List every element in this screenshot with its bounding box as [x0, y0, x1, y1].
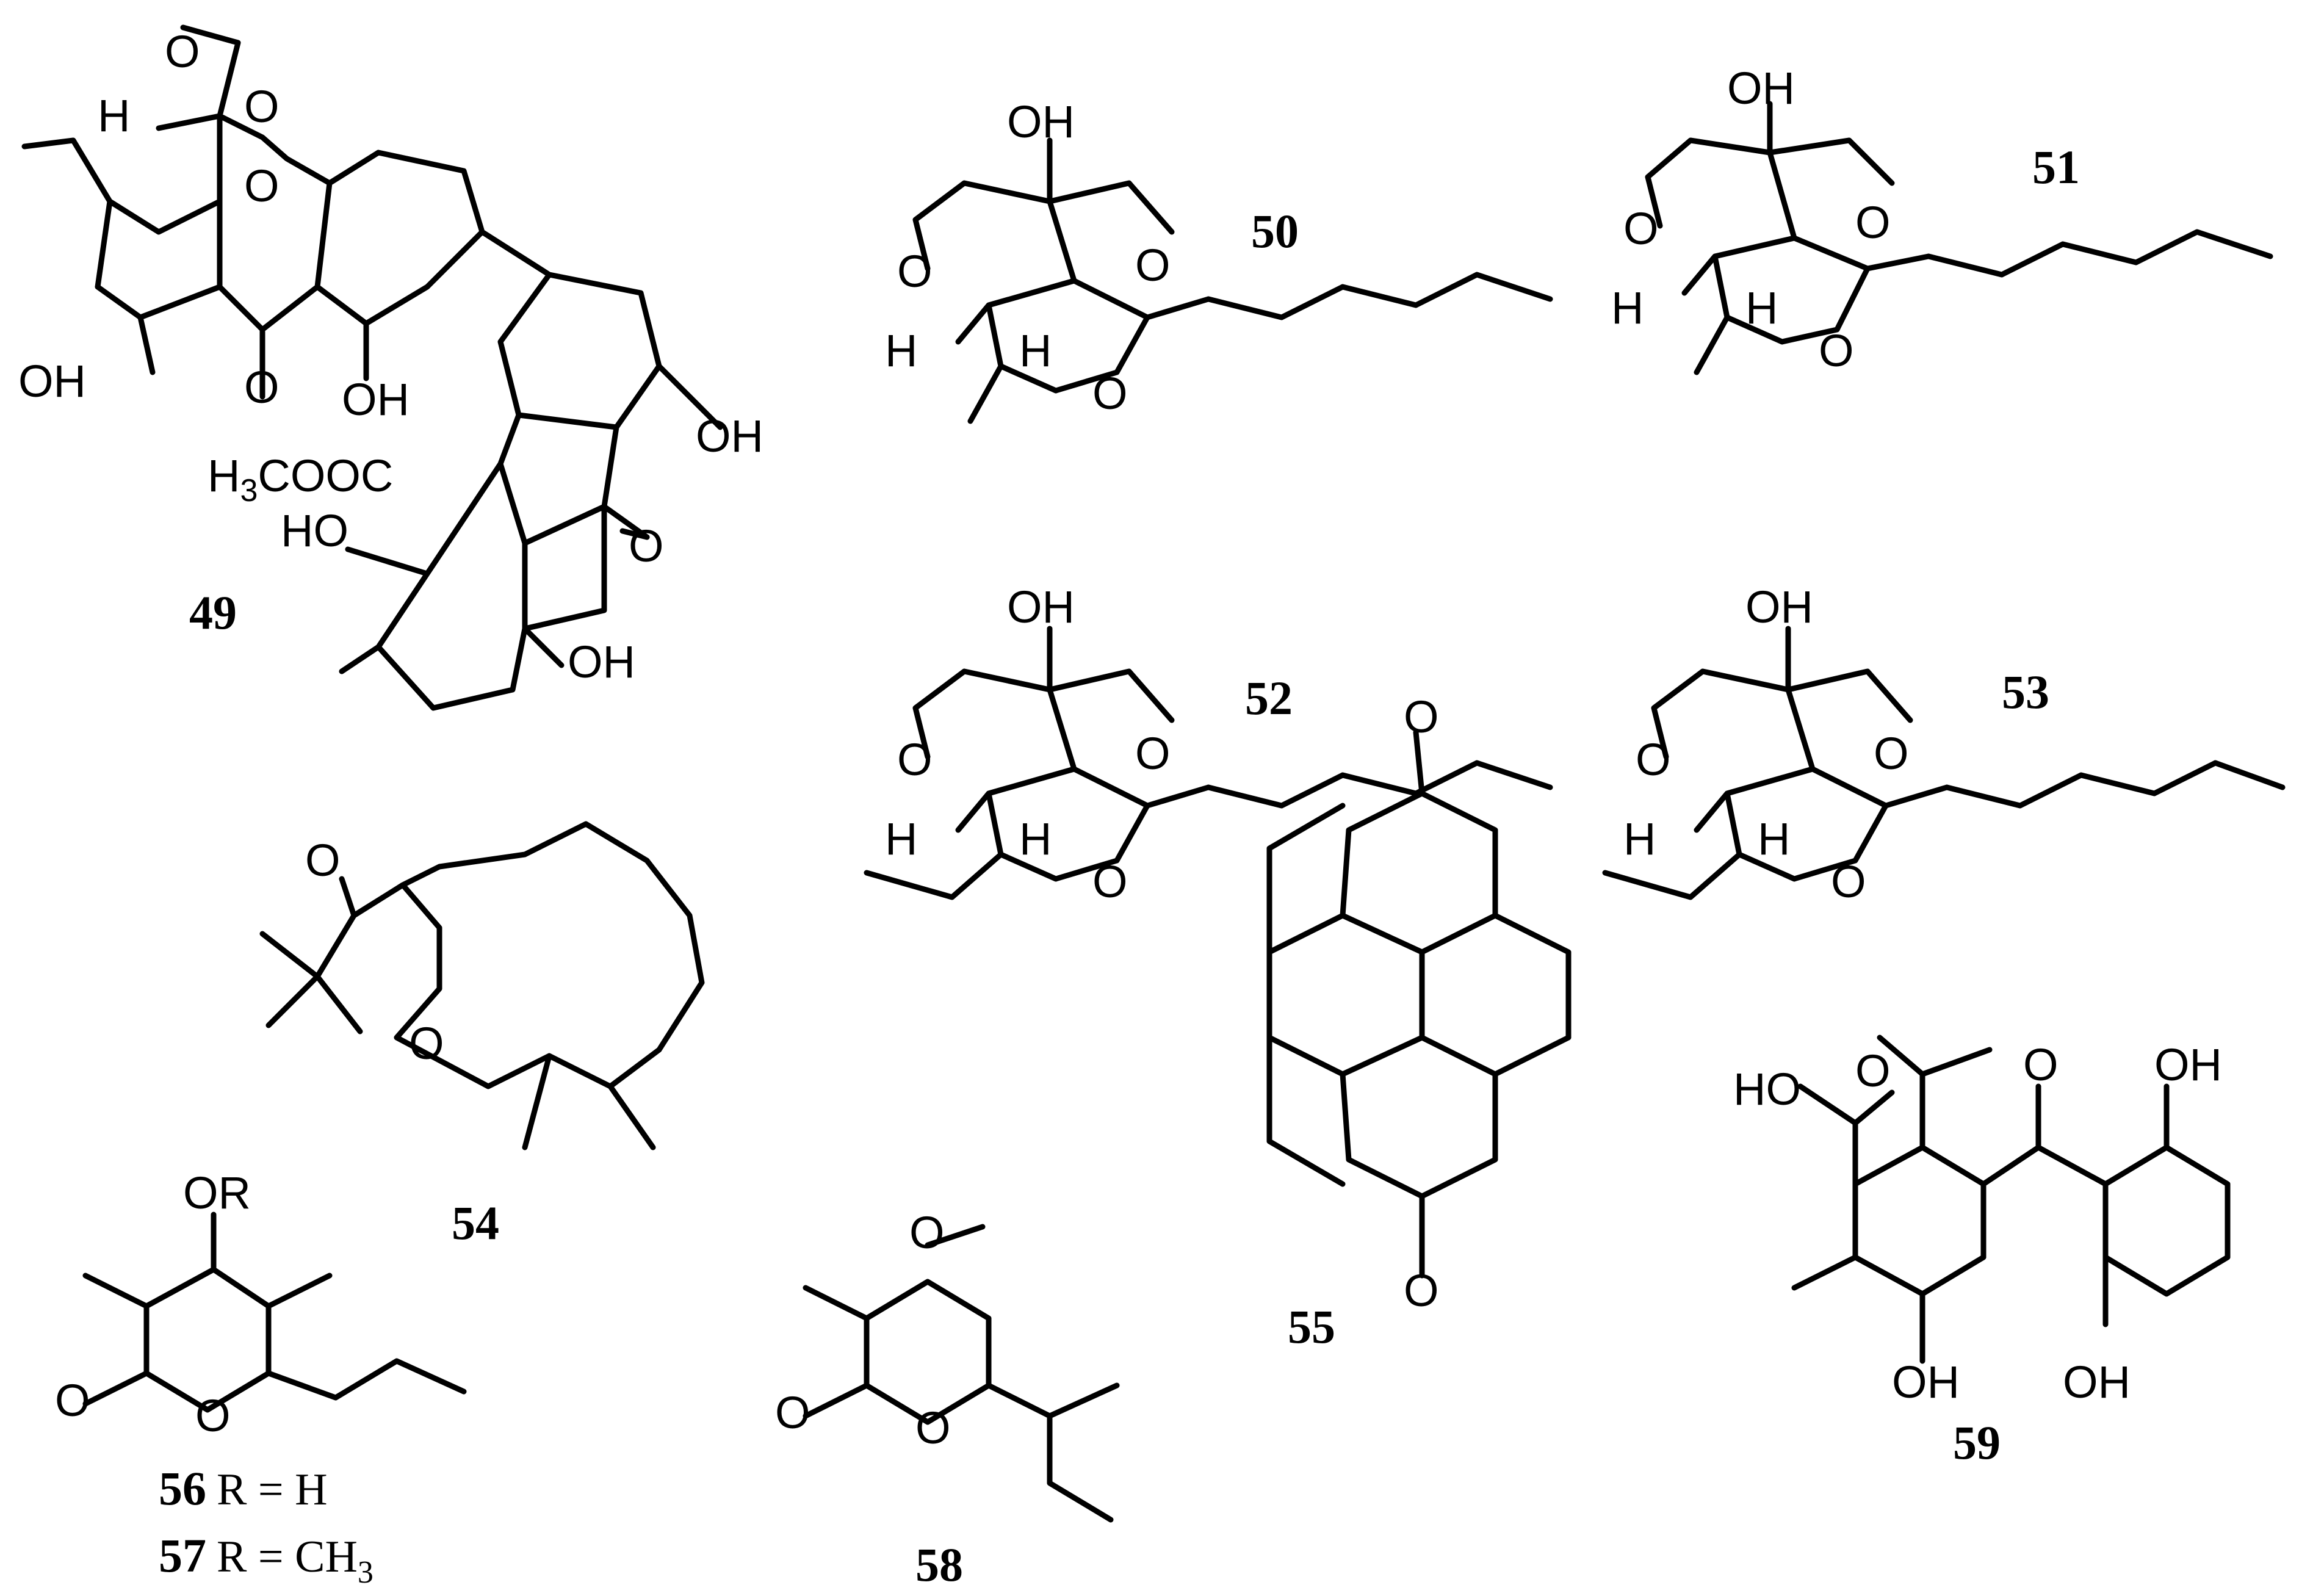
label-ho: HO — [1733, 1064, 1801, 1114]
label-oh: OH — [2063, 1357, 2131, 1407]
label-o: O — [1404, 1265, 1439, 1316]
label-oh: OH — [696, 411, 763, 461]
label-o: O — [1135, 728, 1171, 779]
label-o-acid: O — [1855, 1045, 1891, 1096]
label-h: H — [885, 814, 917, 864]
label-ho: HO — [281, 505, 348, 556]
label-o: O — [1636, 734, 1671, 785]
label-o: O — [897, 246, 933, 297]
label-o: O — [1819, 325, 1854, 376]
label-o-keto: O — [629, 521, 664, 571]
compound-id-51: 51 — [2032, 140, 2080, 193]
compound-id-52: 52 — [1245, 671, 1293, 724]
label-o-keto: O — [2023, 1039, 2059, 1090]
label-o-methoxy: O — [909, 1207, 945, 1258]
label-h: H — [98, 90, 130, 141]
compound-id-56: 56 — [159, 1462, 206, 1515]
label-o: O — [1623, 203, 1659, 254]
compound-52: OH O O O H H 52 — [864, 582, 1553, 907]
compound-id-49: 49 — [189, 586, 237, 639]
label-oh: OH — [1727, 63, 1795, 114]
label-or: OR — [183, 1168, 251, 1218]
label-h: H — [1758, 814, 1790, 864]
compound-54: O O 54 — [259, 821, 705, 1249]
compound-56-57: OR O O 56 R = H 57 R = CH3 — [55, 1168, 467, 1590]
label-o-ring: O — [409, 1018, 444, 1069]
label-h: H — [885, 325, 917, 376]
label-o-ring: O — [195, 1390, 231, 1441]
label-o: O — [1135, 240, 1171, 291]
compound-id-54: 54 — [452, 1196, 499, 1249]
compound-59: HO O O OH OH OH 59 — [1733, 1035, 2231, 1469]
label-o-keto: O — [244, 362, 280, 413]
compound-id-57: 57 — [159, 1529, 206, 1582]
label-oh: OH — [568, 637, 635, 687]
compound-id-55: 55 — [1288, 1300, 1335, 1353]
compound-53: OH O O O H H 53 — [1602, 582, 2286, 907]
compound-55: O O 55 — [1266, 691, 1572, 1353]
r-group-57: R = CH3 — [217, 1532, 374, 1590]
label-o-keto: O — [305, 835, 341, 886]
label-oh: OH — [2154, 1039, 2222, 1090]
r-group-56: R = H — [217, 1465, 328, 1515]
compound-58: O O O 58 — [775, 1207, 1120, 1591]
compound-50: OH O O O H H 50 — [885, 96, 1553, 424]
label-o: O — [897, 734, 933, 785]
label-oh: OH — [1007, 582, 1075, 632]
label-o-keto: O — [55, 1375, 90, 1426]
label-o: O — [1092, 368, 1128, 419]
compound-id-58: 58 — [915, 1538, 963, 1591]
label-h: H — [1623, 814, 1656, 864]
label-o: O — [1855, 197, 1891, 248]
label-oh: OH — [1007, 96, 1075, 147]
label-h: H — [1611, 283, 1644, 333]
compound-51: OH O O O H H 51 — [1611, 63, 2273, 376]
label-o: O — [1831, 856, 1866, 907]
compound-49: OH O OH O H O O OH O OH HO H3COOC 49 — [18, 24, 763, 711]
label-oh: OH — [342, 374, 410, 425]
label-h: H — [1019, 325, 1052, 376]
compound-id-59: 59 — [1953, 1416, 2001, 1469]
label-o-ester: O — [244, 81, 280, 132]
label-o-ring: O — [244, 161, 280, 211]
label-h: H — [1745, 283, 1778, 333]
compound-id-50: 50 — [1251, 204, 1299, 258]
compound-id-53: 53 — [2002, 665, 2049, 718]
label-oh: OH — [1745, 582, 1813, 632]
label-o-ester: O — [165, 26, 200, 77]
label-o: O — [1092, 856, 1128, 907]
label-o-ring: O — [915, 1403, 951, 1453]
label-o: O — [1874, 728, 1909, 779]
label-oh: OH — [18, 356, 86, 406]
label-o-keto: O — [775, 1387, 810, 1438]
label-h: H — [1019, 814, 1052, 864]
label-oh: OH — [1892, 1357, 1960, 1407]
label-ester-group: H3COOC — [208, 450, 393, 508]
label-o: O — [1404, 691, 1439, 742]
